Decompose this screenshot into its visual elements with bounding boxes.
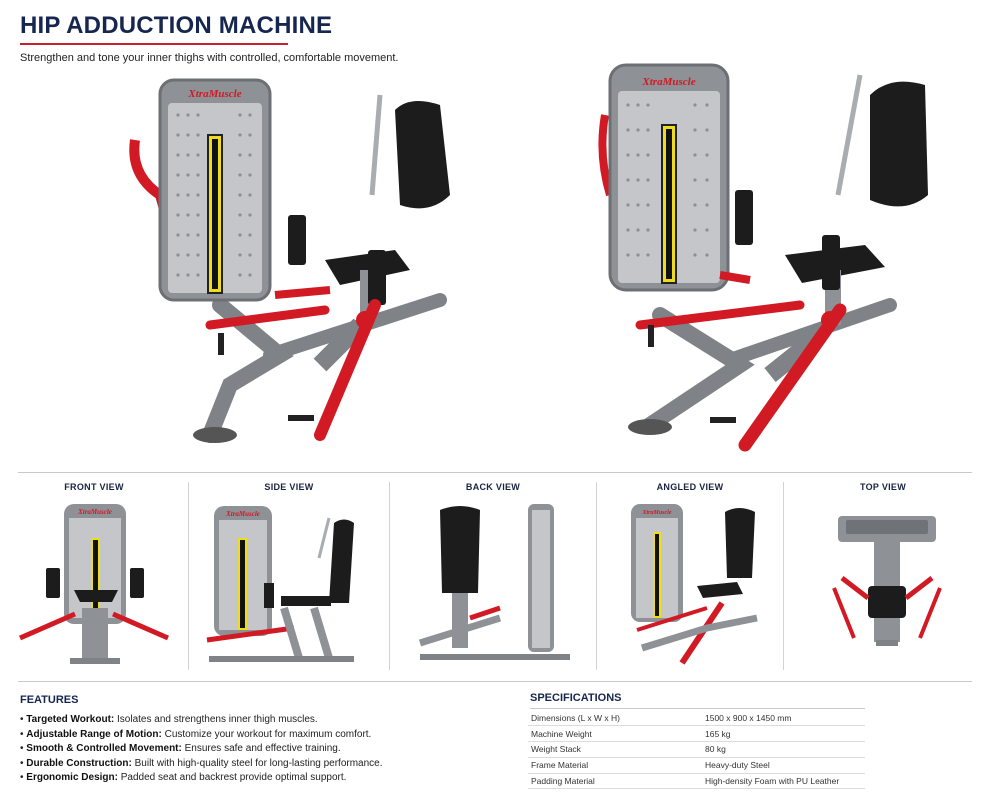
table-row: Frame Material Heavy-duty Steel <box>528 757 865 774</box>
view-separator <box>783 482 784 670</box>
feature-name: Adjustable Range of Motion: <box>26 728 162 740</box>
view-separator <box>188 482 189 670</box>
spec-key: Frame Material <box>528 757 702 774</box>
feature-text: Built with high-quality steel for long-l… <box>131 757 383 769</box>
feature-text: Padded seat and backrest provide optimal… <box>117 772 347 784</box>
page-subtitle: Strengthen and tone your inner thighs wi… <box>20 52 399 64</box>
section-divider-bottom <box>18 681 972 682</box>
brand-logo-side: XtraMuscle <box>225 510 260 518</box>
features-heading: FEATURES <box>20 694 79 706</box>
spec-key: Padding Material <box>528 773 702 790</box>
thumbnail-back-view: BACK VIEW <box>390 474 596 678</box>
spec-key: Machine Weight <box>528 725 702 743</box>
view-separator <box>389 482 390 670</box>
view-label: SIDE VIEW <box>264 482 314 492</box>
brand-logo-right: XtraMuscle <box>641 76 695 88</box>
feature-text: Customize your workout for maximum comfo… <box>161 728 372 740</box>
table-row: Padding Material High-density Foam with … <box>528 773 865 790</box>
thumbnail-top-view: TOP VIEW <box>784 474 982 678</box>
feature-item: • Durable Construction: Built with high-… <box>20 757 383 769</box>
specifications-table: Dimensions (L x W x H) 1500 x 900 x 1450… <box>528 710 865 790</box>
view-thumbnails: FRONT VIEW XtraMuscle SIDE VIEW XtraMusc… <box>0 474 1000 678</box>
specifications-rule <box>530 708 865 709</box>
spec-value: 80 kg <box>702 741 865 758</box>
page-title: HIP ADDUCTION MACHINE <box>20 12 333 39</box>
spec-key: Dimensions (L x W x H) <box>528 710 702 727</box>
feature-item: • Smooth & Controlled Movement: Ensures … <box>20 743 341 755</box>
features-list: • Targeted Workout: Isolates and strengt… <box>20 713 383 786</box>
hero-machine-image-angled-right: XtraMuscle <box>570 55 950 460</box>
table-row: Dimensions (L x W x H) 1500 x 900 x 1450… <box>528 710 865 727</box>
thumbnail-angled-view: ANGLED VIEW XtraMuscle <box>597 474 783 678</box>
specifications-heading: SPECIFICATIONS <box>530 692 622 704</box>
view-label: TOP VIEW <box>859 482 907 492</box>
table-row: Machine Weight 165 kg <box>528 725 865 743</box>
feature-text: Ensures safe and effective training. <box>181 743 341 755</box>
spec-value: Heavy-duty Steel <box>702 757 865 774</box>
view-label: ANGLED VIEW <box>656 482 724 492</box>
spec-key: Weight Stack <box>528 741 702 758</box>
brand-logo-angled: XtraMuscle <box>641 510 671 516</box>
view-label: BACK VIEW <box>465 482 521 492</box>
feature-item: • Adjustable Range of Motion: Customize … <box>20 728 372 740</box>
feature-item: • Targeted Workout: Isolates and strengt… <box>20 714 318 725</box>
feature-name: Targeted Workout: <box>26 714 115 725</box>
feature-item: • Ergonomic Design: Padded seat and back… <box>20 772 347 784</box>
feature-text: Isolates and strengthens inner thigh mus… <box>114 714 318 725</box>
spec-value: 165 kg <box>702 725 865 743</box>
view-label: FRONT VIEW <box>64 482 124 492</box>
spec-value: High-density Foam with PU Leather <box>702 773 865 790</box>
table-row: Weight Stack 80 kg <box>528 741 865 758</box>
title-underline <box>20 43 288 45</box>
brand-logo-left: XtraMuscle <box>187 88 241 100</box>
thumbnail-side-view: SIDE VIEW XtraMuscle <box>189 474 389 678</box>
section-divider-top <box>18 472 972 473</box>
view-separator <box>596 482 597 670</box>
spec-value: 1500 x 900 x 1450 mm <box>702 710 865 727</box>
hero-machine-image-angled-left: XtraMuscle <box>110 55 490 460</box>
feature-name: Smooth & Controlled Movement: <box>26 743 182 755</box>
thumbnail-front-view: FRONT VIEW XtraMuscle <box>0 474 188 678</box>
feature-name: Ergonomic Design: <box>26 772 118 784</box>
feature-name: Durable Construction: <box>26 757 132 769</box>
brand-logo-front: XtraMuscle <box>77 508 112 516</box>
